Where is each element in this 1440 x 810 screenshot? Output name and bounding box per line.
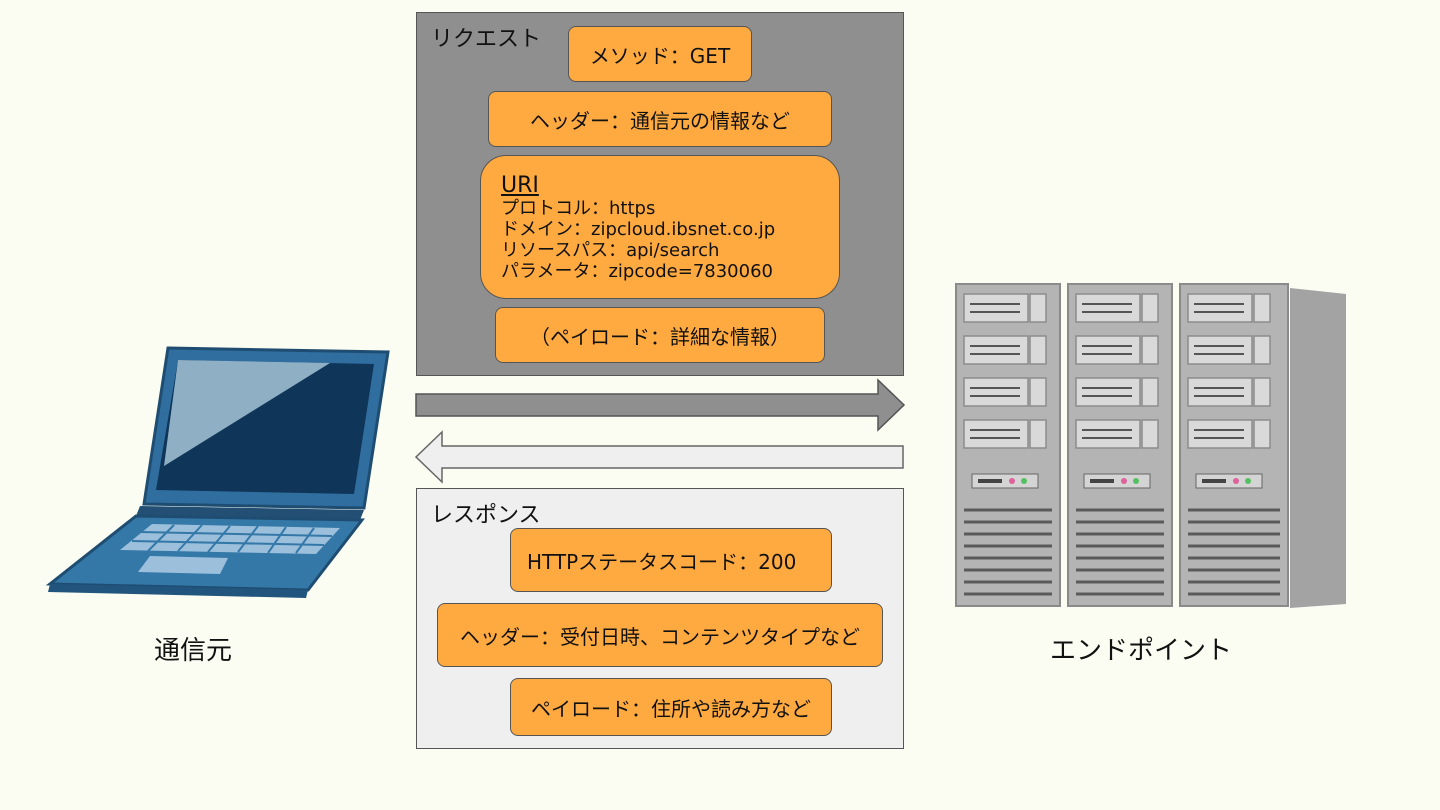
uri-title: URI (501, 173, 539, 198)
uri-domain: ドメイン：zipcloud.ibsnet.co.jp (501, 219, 776, 240)
response-header-box: ヘッダー：受付日時、コンテンツタイプなど (437, 603, 883, 667)
request-arrow (415, 378, 906, 432)
response-payload-box: ペイロード：住所や読み方など (510, 678, 832, 736)
server-rack-icon (955, 283, 1346, 608)
request-panel: リクエスト メソッド：GET ヘッダー：通信元の情報など URI プロトコル：h… (416, 12, 904, 376)
request-method-box: メソッド：GET (568, 26, 752, 82)
endpoint-label: エンドポイント (1050, 636, 1233, 666)
request-title: リクエスト (431, 27, 542, 52)
uri-resource-path: リソースパス：api/search (501, 240, 720, 261)
request-uri-box: URI プロトコル：https ドメイン：zipcloud.ibsnet.co.… (480, 155, 840, 299)
client-label: 通信元 (154, 636, 233, 666)
request-header-box: ヘッダー：通信元の情報など (488, 91, 832, 147)
response-status-box: HTTPステータスコード：200 (510, 528, 832, 592)
uri-protocol: プロトコル：https (501, 198, 656, 219)
response-title: レスポンス (431, 503, 541, 528)
uri-parameter: パラメータ：zipcode=7830060 (501, 261, 773, 282)
response-arrow (414, 430, 904, 484)
laptop-icon (45, 346, 390, 598)
request-payload-box: （ペイロード：詳細な情報） (495, 307, 825, 363)
response-panel: レスポンス HTTPステータスコード：200 ヘッダー：受付日時、コンテンツタイ… (416, 488, 904, 749)
